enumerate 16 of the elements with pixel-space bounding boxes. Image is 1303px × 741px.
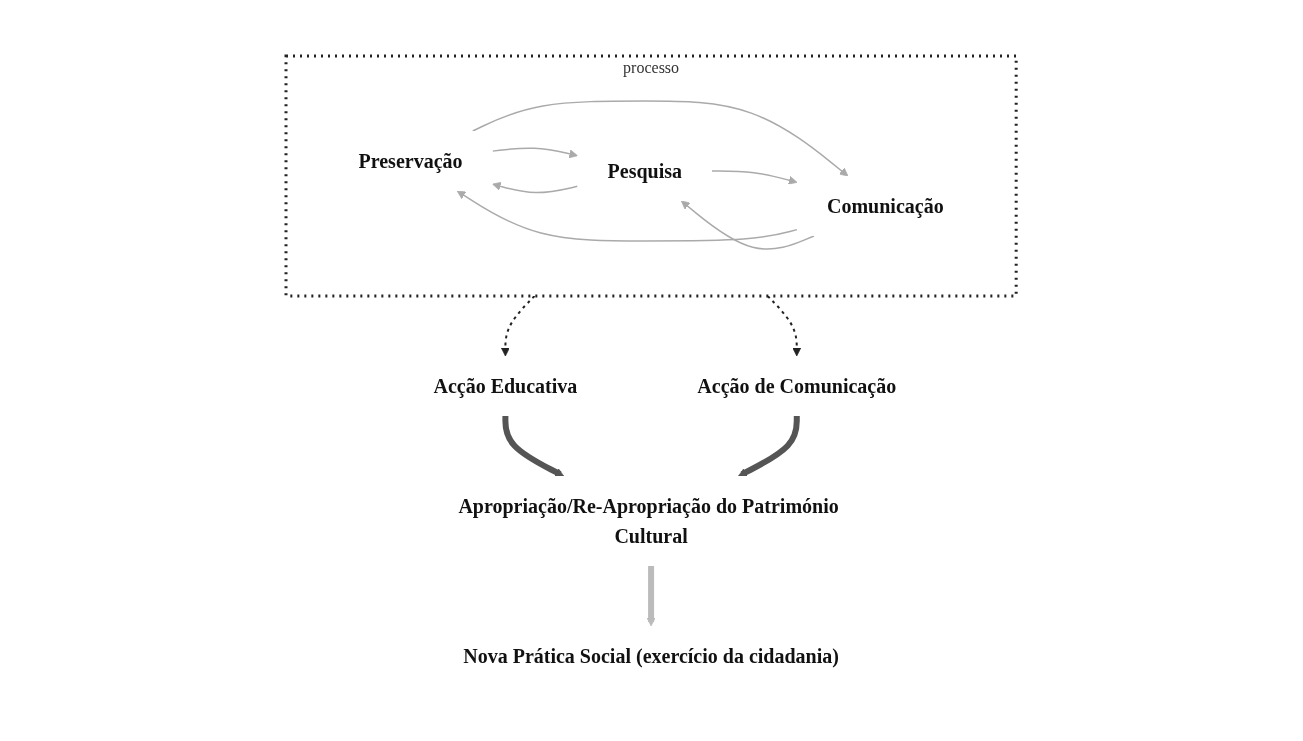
arrow	[738, 415, 801, 477]
node-text: Pesquisa	[607, 159, 683, 182]
node-text: Nova Prática Social (exercício da cidadania)	[463, 644, 840, 667]
node-text: Apropriação/Re-Apropriação do Património Cultural	[458, 494, 840, 547]
node-text: Comunicação	[827, 194, 945, 217]
node-text: Preservação	[358, 149, 463, 172]
arrow	[711, 169, 798, 185]
node-text: Acção Educativa	[433, 374, 578, 397]
arrow	[472, 99, 849, 176]
arrow	[502, 415, 565, 477]
arrow	[681, 200, 816, 250]
arrow	[647, 565, 656, 626]
node-text: Acção de Comunicação	[697, 374, 897, 397]
arrow	[492, 146, 579, 158]
arrow	[492, 181, 579, 193]
arrow	[457, 190, 799, 242]
